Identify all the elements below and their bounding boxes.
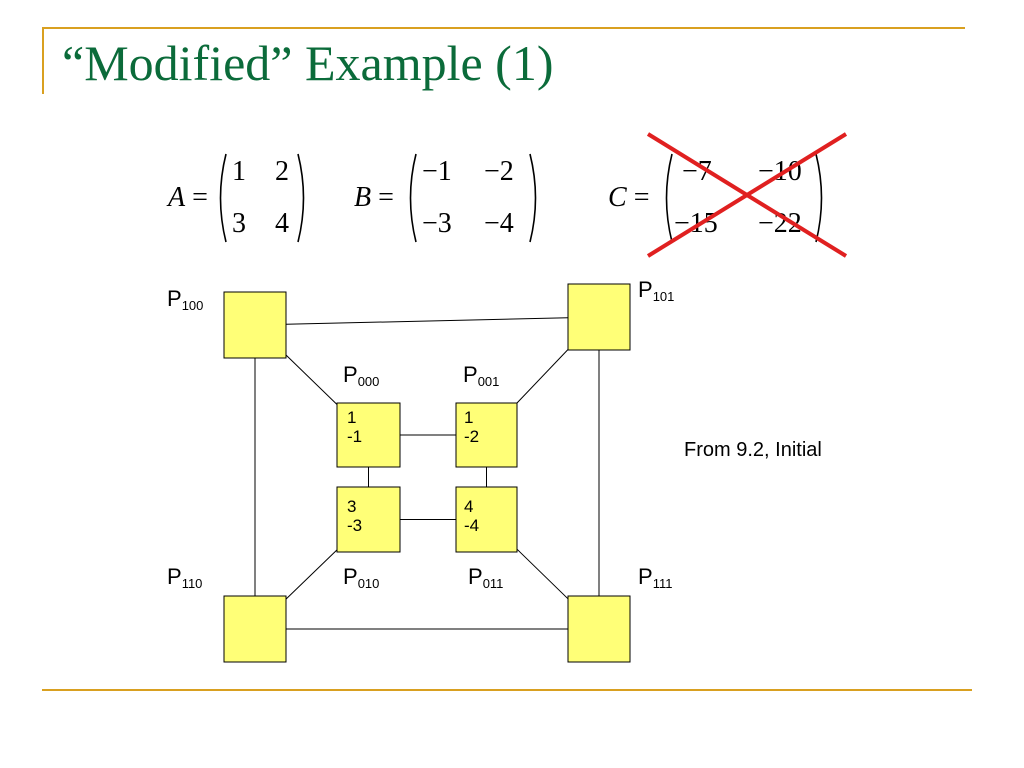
matrix-a-lhs: A =: [168, 182, 208, 214]
matrix-a-right-paren: [297, 153, 305, 243]
matrix-b-cell: −4: [484, 208, 514, 239]
link-100-000: [285, 354, 338, 405]
processor-label-111: P111: [638, 564, 673, 591]
matrix-a: A = 1 2 3 4: [168, 152, 318, 244]
node-011-value: 4-4: [464, 497, 480, 535]
processor-node-000: [336, 402, 401, 468]
matrix-b: B = −1 −2 −3 −4: [354, 152, 544, 244]
processor-node-011: [455, 486, 518, 553]
matrix-b-name: B: [354, 182, 372, 213]
processor-label-010: P010: [343, 564, 380, 591]
matrix-c-right-paren: [815, 153, 823, 243]
matrix-b-left-paren: [409, 153, 417, 243]
processor-node-010: [336, 486, 401, 553]
matrix-b-equals: =: [378, 182, 394, 213]
processor-node-101: [567, 283, 631, 351]
processor-label-000: P000: [343, 362, 380, 389]
link-111-011: [516, 548, 569, 600]
matrix-c-equals: =: [633, 182, 650, 213]
matrix-b-right-paren: [529, 153, 537, 243]
processor-label-101: P101: [638, 277, 675, 304]
node-010-value: 3-3: [347, 497, 363, 535]
source-note: From 9.2, Initial: [684, 439, 822, 461]
matrix-a-cell: 3: [232, 208, 246, 239]
matrix-b-cell: −3: [422, 208, 452, 239]
processor-node-110: [223, 595, 287, 663]
link-101-001: [516, 349, 569, 404]
matrix-a-name: A: [168, 182, 186, 213]
processor-node-001: [455, 402, 518, 468]
matrix-a-equals: =: [192, 182, 208, 213]
processor-label-100: P100: [167, 286, 204, 313]
processor-node-111: [567, 595, 631, 663]
title-rule-vertical: [42, 28, 44, 94]
slide-title: “Modified” Example (1): [62, 35, 554, 91]
node-001-value: 1-2: [464, 408, 480, 446]
matrix-a-cell: 2: [275, 156, 289, 187]
matrix-c-left-paren: [665, 153, 673, 243]
matrix-b-cell: −2: [484, 156, 514, 187]
link-110-010: [285, 549, 338, 600]
matrix-c-lhs: C =: [608, 182, 649, 214]
matrix-a-left-paren: [219, 153, 227, 243]
matrix-c-name: C: [608, 182, 627, 213]
matrix-b-cell: −1: [422, 156, 452, 187]
footer-rule: [42, 689, 972, 691]
cross-out-stroke: [646, 132, 848, 258]
processor-node-100: [223, 291, 287, 359]
node-000-value: 1-1: [347, 408, 363, 446]
matrix-a-cell: 1: [232, 156, 246, 187]
processor-label-110: P110: [167, 564, 203, 591]
link-100-101: [285, 317, 569, 325]
processor-label-011: P011: [468, 564, 504, 591]
matrix-a-cell: 4: [275, 208, 289, 239]
matrix-b-lhs: B =: [354, 182, 394, 214]
title-rule-horizontal: [42, 27, 965, 29]
processor-label-001: P001: [463, 362, 500, 389]
